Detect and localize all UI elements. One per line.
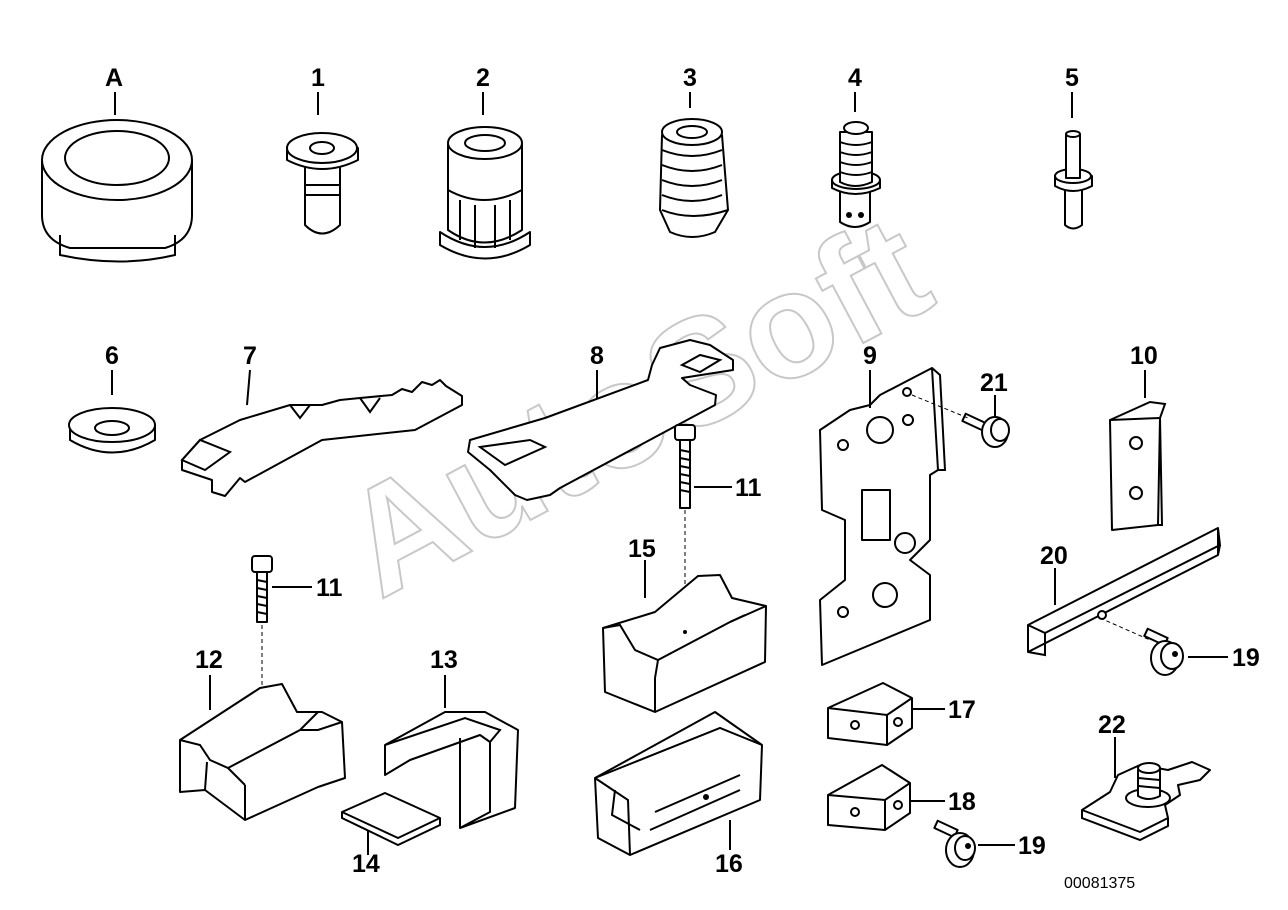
part-4-stud xyxy=(831,121,881,228)
part-1-rivet-nut xyxy=(286,132,359,235)
part-2-expansion-nut xyxy=(439,126,531,260)
part-11-bolt-lower xyxy=(251,555,273,745)
callout-1: 1 xyxy=(311,64,325,92)
callout-14: 14 xyxy=(352,850,380,878)
leader-lines xyxy=(111,92,1228,855)
callout-16: 16 xyxy=(715,850,743,878)
callout-11-lower: 11 xyxy=(316,574,343,602)
callout-13: 13 xyxy=(430,646,458,674)
callout-5: 5 xyxy=(1065,64,1079,92)
callout-12: 12 xyxy=(195,646,223,674)
part-8-spanner xyxy=(467,339,734,501)
reference-number: 00081375 xyxy=(1064,875,1135,892)
part-17-block xyxy=(827,682,913,746)
part-19-screw-upper xyxy=(1099,617,1184,676)
part-14-pad xyxy=(341,792,441,847)
part-6-washer xyxy=(68,407,156,454)
part-21-screw xyxy=(911,394,1010,448)
callout-18: 18 xyxy=(948,788,976,816)
part-11-bolt-upper xyxy=(674,424,696,635)
callout-19-upper: 19 xyxy=(1232,644,1260,672)
callout-7: 7 xyxy=(243,342,257,370)
callout-11-upper: 11 xyxy=(735,474,762,502)
callout-19-lower: 19 xyxy=(1018,832,1046,860)
callout-a: A xyxy=(105,64,123,92)
callout-22: 22 xyxy=(1098,711,1126,739)
part-5-pin xyxy=(1054,130,1093,230)
part-20-square-bar xyxy=(1027,527,1222,657)
part-a-cap xyxy=(41,119,193,263)
part-15-holder xyxy=(602,574,767,713)
callout-4: 4 xyxy=(848,64,862,92)
part-9-mounting-plate xyxy=(819,367,947,666)
part-7-spanner-plate xyxy=(180,379,463,497)
part-19-screw-lower xyxy=(933,819,976,868)
callout-2: 2 xyxy=(476,64,490,92)
callout-10: 10 xyxy=(1130,342,1158,370)
part-10-bar-plate xyxy=(1109,400,1167,531)
callout-3: 3 xyxy=(683,64,697,92)
part-18-block xyxy=(827,764,911,831)
callout-9: 9 xyxy=(863,342,877,370)
callout-17: 17 xyxy=(948,696,976,724)
callout-20: 20 xyxy=(1040,542,1068,570)
callout-21: 21 xyxy=(980,369,1008,397)
callout-6: 6 xyxy=(105,342,119,370)
part-16-holder xyxy=(594,711,763,856)
part-3-threaded-plug xyxy=(659,118,729,238)
part-12-bracket xyxy=(179,683,346,821)
part-13-cover xyxy=(384,711,519,829)
part-22-clip-nut xyxy=(1081,761,1211,842)
callout-8: 8 xyxy=(590,342,604,370)
callout-15: 15 xyxy=(628,535,656,563)
